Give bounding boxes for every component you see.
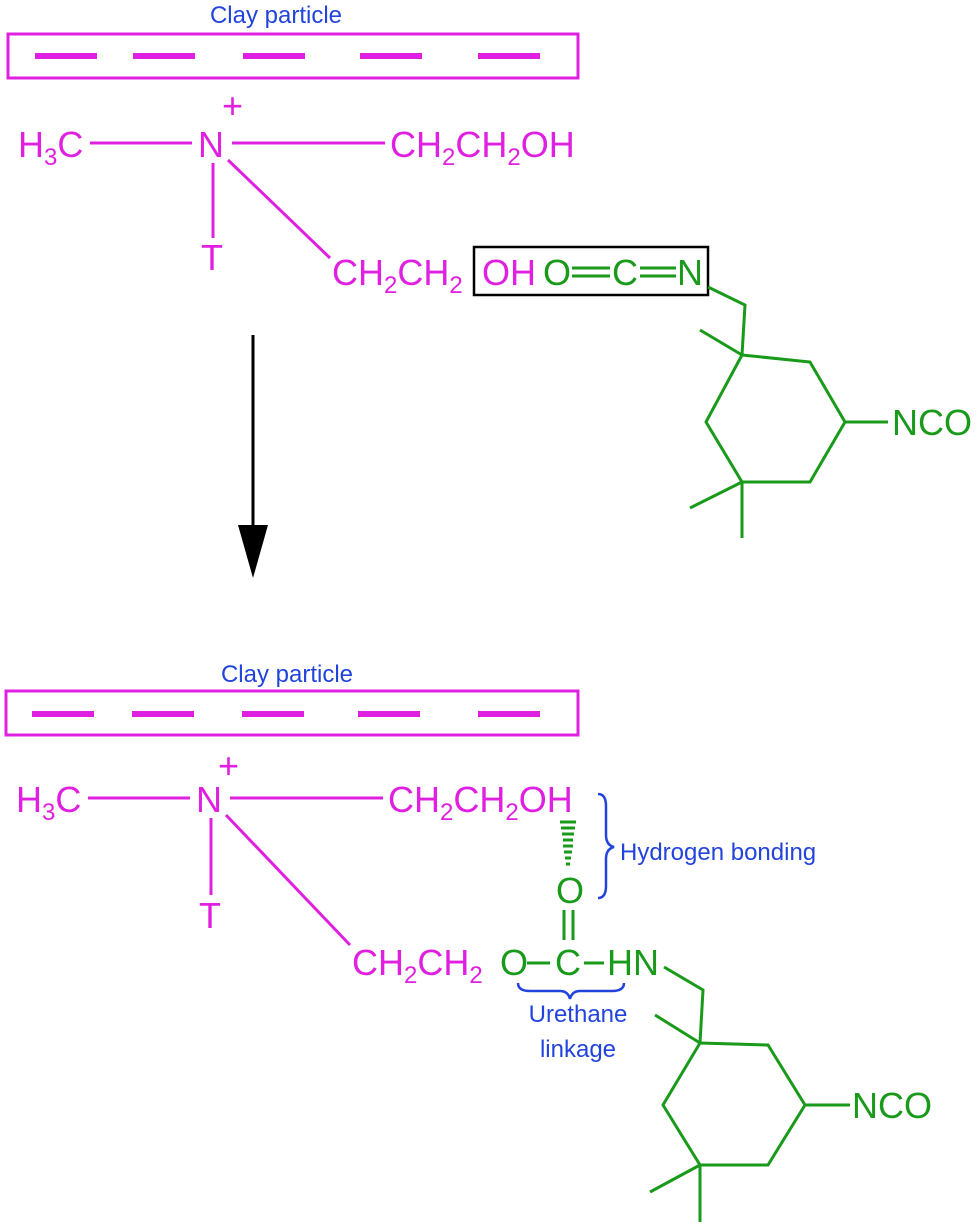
urethane-oxygen: O (500, 942, 528, 983)
urethane-carbon: C (555, 942, 581, 983)
clay-particle-label-top: Clay particle (210, 2, 342, 29)
nitrogen-bottom: N (196, 779, 222, 820)
plus-charge-bottom: + (218, 745, 239, 786)
tallow-group-bottom: T (199, 895, 221, 936)
carbonyl-double-bond (562, 910, 575, 940)
hydroxyl-top: OH (482, 252, 536, 293)
bond-n-ethanol2-bottom (224, 813, 352, 947)
tallow-group-top: T (201, 237, 223, 278)
ethanol-arm-1-bottom: CH2CH2OH (388, 779, 573, 826)
nitrogen-top: N (198, 124, 224, 165)
ethanol-arm-2-top: CH2CH2 (332, 252, 463, 299)
urethane-nh: HN (607, 942, 659, 983)
methyl-group-top: H3C (18, 124, 83, 171)
clay-particle-top (6, 32, 580, 80)
cyclohexane-ring-bottom (649, 965, 850, 1222)
isocyanate-n: N (677, 252, 703, 293)
isocyanate-c: C (612, 252, 638, 293)
urethane-bracket (516, 982, 626, 1000)
carbonyl-oxygen: O (556, 870, 584, 911)
methyl-group-bottom: H3C (16, 779, 81, 826)
isocyanate-double-bond-2 (640, 266, 676, 278)
isocyanate-o: O (543, 252, 571, 293)
plus-charge-top: + (222, 85, 243, 126)
nco-group-top: NCO (892, 402, 972, 443)
clay-particle-label-bottom: Clay particle (221, 661, 353, 688)
urethane-label-line1: Urethane (529, 1001, 628, 1028)
clay-particle-bottom (4, 689, 580, 737)
ethanol-arm-2-bottom: CH2CH2 (352, 942, 483, 989)
ethanol-arm-1-top: CH2CH2OH (390, 124, 575, 171)
cyclohexane-ring-top (689, 285, 888, 538)
hydrogen-bonding-bracket (597, 792, 615, 900)
hydrogen-bond-dashes (560, 820, 576, 866)
hydrogen-bonding-label: Hydrogen bonding (620, 839, 816, 866)
isocyanate-double-bond-1 (572, 266, 610, 278)
nco-group-bottom: NCO (852, 1085, 932, 1126)
reaction-arrow (238, 335, 268, 578)
bond-n-ethanol2-top (226, 158, 332, 260)
urethane-label-line2: linkage (540, 1036, 616, 1063)
reaction-site-box (472, 245, 710, 297)
